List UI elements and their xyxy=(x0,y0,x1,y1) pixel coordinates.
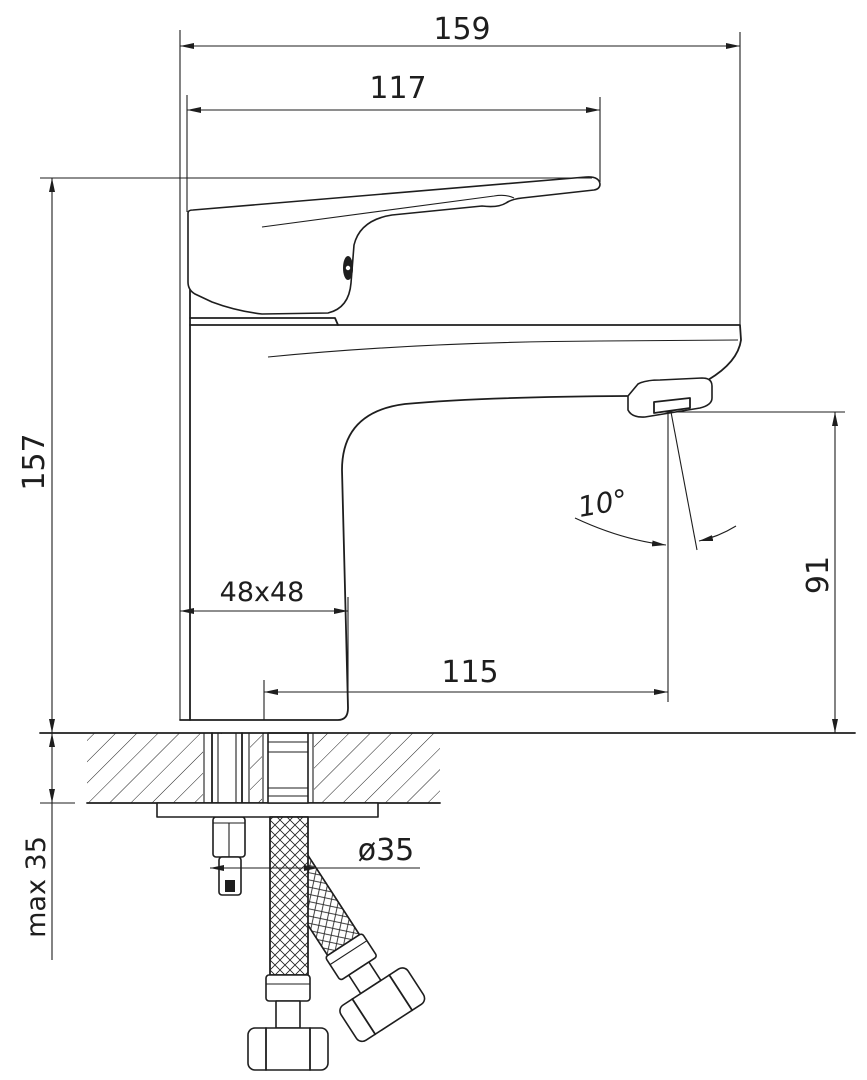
dimension-hole-diameter: ø35 xyxy=(210,833,420,871)
handle-screw-center xyxy=(345,265,351,271)
vertical-hose-hex-nut xyxy=(247,1027,329,1071)
dimension-max-thickness: max 35 xyxy=(21,733,75,960)
dimension-spout-reach: 115 xyxy=(263,412,669,720)
spout-contour-line xyxy=(267,339,739,358)
dimension-label: 117 xyxy=(369,71,426,106)
stud-slot xyxy=(225,880,235,892)
vertical-supply-hose xyxy=(247,732,329,1071)
countertop-section xyxy=(86,733,441,804)
faucet-body xyxy=(179,289,742,721)
vertical-hose-ferrule xyxy=(265,974,311,1002)
cartridge-band xyxy=(189,317,339,326)
spray-direction-line xyxy=(670,411,698,551)
angle-arc xyxy=(698,525,737,542)
angle-label: 10° xyxy=(575,483,630,524)
dimension-outlet-height: 91 xyxy=(660,411,845,733)
vertical-hose-mesh xyxy=(269,816,309,976)
dimension-label: 115 xyxy=(441,655,498,690)
lever-inner-line xyxy=(261,194,515,228)
angle-arc xyxy=(574,517,667,547)
dimension-label: max 35 xyxy=(21,836,52,938)
hose-top-fitting xyxy=(267,732,309,804)
angled-ferrule-ring xyxy=(329,940,368,966)
dimension-overall-width: 159 xyxy=(179,12,741,720)
angled-nut-face xyxy=(351,998,377,1036)
dimension-label: 159 xyxy=(433,12,490,47)
body-base-and-spout-underside xyxy=(179,395,628,721)
dimension-lever-length: 117 xyxy=(186,71,601,212)
angled-hose-hex-nut xyxy=(339,967,426,1043)
mounting-washer xyxy=(156,802,379,818)
dimension-label: 48x48 xyxy=(220,577,305,608)
dimension-label: 157 xyxy=(17,433,52,490)
vertical-hose-neck xyxy=(275,1000,301,1029)
lever-outline xyxy=(187,176,601,315)
spout-top-and-nose xyxy=(189,324,742,381)
dimension-overall-height: 157 xyxy=(17,177,592,733)
stud-hole xyxy=(203,734,250,802)
angled-nut-face xyxy=(388,974,414,1012)
aerator-outlet xyxy=(653,397,691,414)
lever-handle xyxy=(187,176,601,315)
dimension-label: ø35 xyxy=(358,833,415,868)
aerator xyxy=(627,377,713,418)
dimension-label: 91 xyxy=(801,556,836,594)
dimension-spray-angle: 10° xyxy=(574,411,737,551)
